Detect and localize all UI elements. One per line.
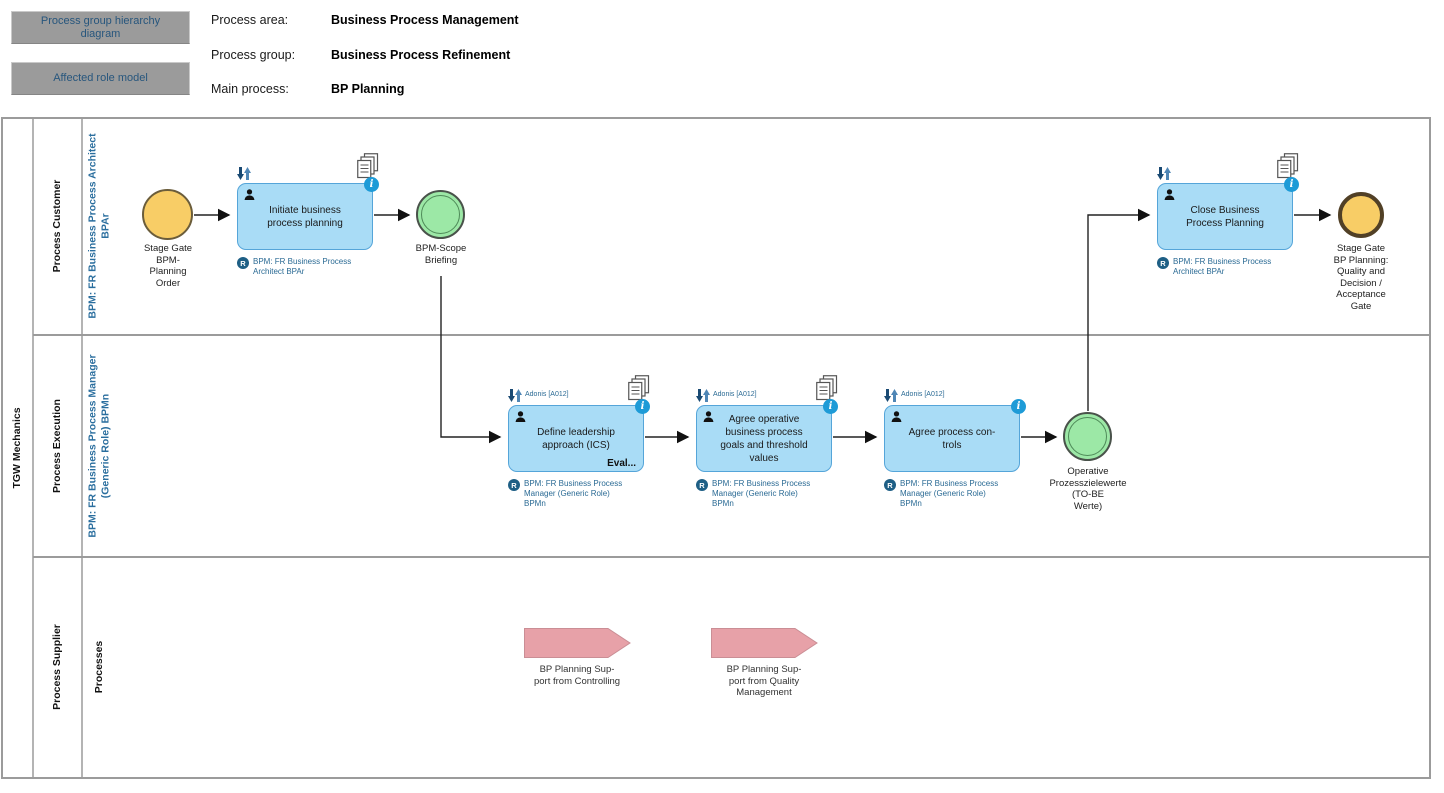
main-process-label: Main process: [211, 82, 289, 96]
flow-scope-to-define [440, 276, 502, 444]
task-role-caption: R BPM: FR Business Process Architect BPA… [1157, 257, 1307, 277]
intermediate-event-operative-prozesszielewerte[interactable] [1063, 412, 1112, 461]
task-agree-process-controls[interactable]: Adonis [A012] i Agree process con- trols [884, 389, 1026, 472]
info-icon[interactable]: i [1284, 177, 1299, 192]
operative-event-label: Operative Prozesszielewerte (TO-BE Werte… [1049, 466, 1127, 512]
person-icon [891, 411, 902, 422]
task-label: Agree operative business process goals a… [720, 413, 808, 464]
task-subtext: Eval... [607, 458, 636, 469]
task-define-leadership-approach[interactable]: Adonis [A012] i Define leadership approa… [508, 375, 650, 472]
lane-label-process-customer: Process Customer [50, 179, 63, 273]
end-event-label: Stage Gate BP Planning: Quality and Deci… [1333, 243, 1389, 312]
lane-label-process-execution: Process Execution [50, 399, 63, 493]
role-text: BPM: FR Business Process Manager (Generi… [712, 479, 811, 508]
task-label: Initiate business process planning [267, 204, 343, 229]
role-r-badge: R [508, 479, 520, 491]
lane-role-architect: BPM: FR Business Process Architect BPAr [86, 133, 112, 319]
start-event-label: Stage Gate BPM- Planning Order [143, 243, 193, 289]
task-label: Agree process con- trols [908, 426, 996, 451]
down-up-arrows-icon [1157, 167, 1171, 180]
process-group-value: Business Process Refinement [331, 48, 511, 62]
process-area-value: Business Process Management [331, 13, 519, 27]
process-arrow-shape [711, 628, 818, 658]
role-text: BPM: FR Business Process Architect BPAr [1173, 257, 1272, 276]
task-agree-operative-goals[interactable]: Adonis [A012] i Agree operative business… [696, 375, 838, 472]
documents-icon [1277, 153, 1299, 179]
support-label: BP Planning Sup- port from Quality Manag… [726, 664, 802, 698]
documents-icon [816, 375, 838, 401]
process-group-hierarchy-button[interactable]: Process group hierarchy diagram [11, 11, 190, 44]
info-icon[interactable]: i [364, 177, 379, 192]
intermediate-event-bpm-scope-briefing[interactable] [416, 190, 465, 239]
down-up-arrows-icon [237, 167, 251, 180]
documents-icon [628, 375, 650, 401]
documents-icon [357, 153, 379, 179]
role-text: BPM: FR Business Process Manager (Generi… [900, 479, 999, 508]
task-label: Define leadership approach (ICS) [537, 426, 615, 451]
main-process-value: BP Planning [331, 82, 405, 96]
scope-event-label: BPM-Scope Briefing [415, 243, 467, 266]
role-text: BPM: FR Business Process Manager (Generi… [524, 479, 623, 508]
lane-role-processes: Processes [92, 640, 105, 694]
adonis-annotation: Adonis [A012] [525, 391, 569, 398]
task-role-caption: R BPM: FR Business Process Manager (Gene… [508, 479, 658, 509]
task-label: Close Business Process Planning [1186, 204, 1264, 229]
down-up-arrows-icon [508, 389, 522, 402]
start-event-stage-gate[interactable] [142, 189, 193, 240]
affected-role-model-button[interactable]: Affected role model [11, 62, 190, 95]
task-initiate-business-process-planning[interactable]: i Initiate business process planning [237, 153, 379, 250]
role-r-badge: R [696, 479, 708, 491]
end-event-stage-gate[interactable] [1338, 192, 1384, 238]
role-r-badge: R [1157, 257, 1169, 269]
support-label: BP Planning Sup- port from Controlling [533, 664, 621, 687]
info-icon[interactable]: i [635, 399, 650, 414]
down-up-arrows-icon [696, 389, 710, 402]
person-icon [1164, 189, 1175, 200]
down-up-arrows-icon [884, 389, 898, 402]
pool-title: TGW Mechanics [10, 407, 23, 489]
task-role-caption: R BPM: FR Business Process Architect BPA… [237, 257, 387, 277]
role-r-badge: R [884, 479, 896, 491]
lane-role-manager: BPM: FR Business Process Manager (Generi… [86, 354, 112, 538]
process-area-label: Process area: [211, 13, 289, 27]
lane-label-process-supplier: Process Supplier [50, 624, 63, 710]
info-icon[interactable]: i [823, 399, 838, 414]
process-arrow-shape [524, 628, 631, 658]
support-process-quality-management[interactable] [711, 628, 818, 663]
pool-grid [1, 117, 1431, 779]
adonis-annotation: Adonis [A012] [901, 391, 945, 398]
person-icon [703, 411, 714, 422]
person-icon [244, 189, 255, 200]
info-icon[interactable]: i [1011, 399, 1026, 414]
process-group-label: Process group: [211, 48, 296, 62]
flow-operative-to-close [1087, 208, 1151, 411]
adonis-annotation: Adonis [A012] [713, 391, 757, 398]
task-close-business-process-planning[interactable]: i Close Business Process Planning [1157, 153, 1299, 250]
person-icon [515, 411, 526, 422]
task-role-caption: R BPM: FR Business Process Manager (Gene… [884, 479, 1034, 509]
role-text: BPM: FR Business Process Architect BPAr [253, 257, 352, 276]
role-r-badge: R [237, 257, 249, 269]
support-process-controlling[interactable] [524, 628, 631, 663]
task-role-caption: R BPM: FR Business Process Manager (Gene… [696, 479, 846, 509]
